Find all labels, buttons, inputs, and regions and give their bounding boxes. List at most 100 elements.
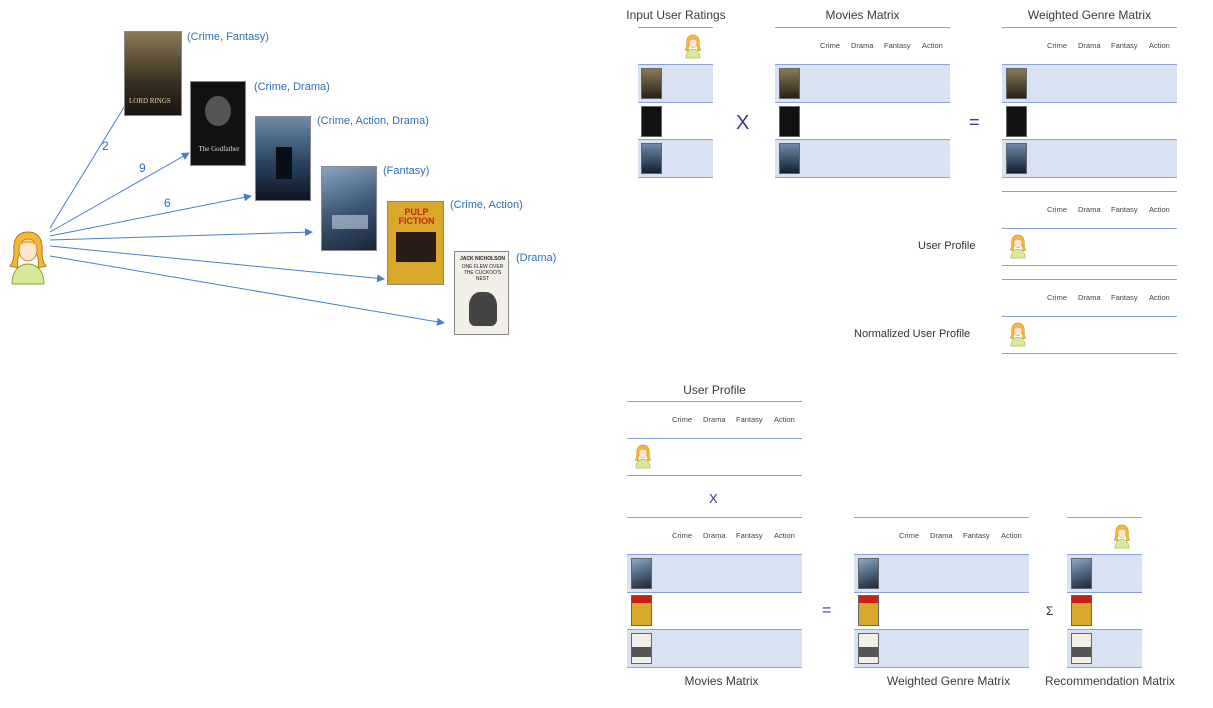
table-rule — [775, 102, 950, 103]
table-rule — [1002, 102, 1177, 103]
column-header-drama: Drama — [703, 415, 726, 424]
movie-poster-godfather: The Godfather — [190, 81, 246, 166]
weighted-genre-matrix-title: Weighted Genre Matrix — [1027, 8, 1152, 22]
weighted-genre-matrix-title: Weighted Genre Matrix — [886, 674, 1011, 688]
movie-thumb-cuckoos-nest — [1071, 633, 1092, 664]
table-rule — [627, 629, 802, 630]
table-rule — [627, 401, 802, 402]
table-rule — [854, 667, 1029, 668]
column-header-drama: Drama — [851, 41, 874, 50]
multiply-operator: X — [709, 491, 718, 506]
table-row — [775, 65, 950, 102]
table-rule — [638, 139, 713, 140]
movie-thumb-lotr — [641, 68, 662, 99]
equals-operator: = — [822, 602, 832, 619]
table-rule — [627, 475, 802, 476]
movie-thumb-empire — [858, 558, 879, 589]
poster-title: JACK NICHOLSON — [459, 256, 505, 262]
user-avatar-icon — [1113, 524, 1131, 549]
column-header-drama: Drama — [1078, 205, 1101, 214]
table-rule — [638, 102, 713, 103]
user-avatar-icon — [634, 444, 652, 469]
table-rule — [1067, 517, 1142, 518]
table-rule — [1002, 265, 1177, 266]
rating-label: 9 — [139, 161, 146, 175]
user-avatar-icon — [684, 34, 702, 59]
table-rule — [1002, 191, 1177, 192]
movie-thumb-dark-knight — [779, 143, 800, 174]
table-rule — [627, 438, 802, 439]
user-movie-arrows — [49, 85, 445, 326]
column-header-fantasy: Fantasy — [963, 531, 990, 540]
table-row — [854, 555, 1029, 592]
table-row — [775, 140, 950, 177]
column-header-drama: Drama — [1078, 41, 1101, 50]
movie-poster-empire-strikes-back — [321, 166, 377, 251]
table-rule — [1002, 279, 1177, 280]
column-header-action: Action — [1149, 41, 1170, 50]
column-header-crime: Crime — [820, 41, 840, 50]
column-header-crime: Crime — [1047, 293, 1067, 302]
movie-poster-cuckoos-nest: JACK NICHOLSON ONE FLEW OVER THE CUCKOO'… — [454, 251, 509, 335]
column-header-action: Action — [774, 531, 795, 540]
table-rule — [775, 64, 950, 65]
multiply-operator: X — [736, 112, 750, 134]
table-rule — [1002, 139, 1177, 140]
column-header-fantasy: Fantasy — [1111, 205, 1138, 214]
sum-operator: Σ — [1046, 604, 1054, 618]
table-rule — [627, 667, 802, 668]
table-rule — [1067, 554, 1142, 555]
column-header-fantasy: Fantasy — [884, 41, 911, 50]
table-row — [627, 555, 802, 592]
movie-thumb-pulp-fiction — [858, 595, 879, 626]
movie-thumb-godfather — [1006, 106, 1027, 137]
movies-matrix-title: Movies Matrix — [684, 674, 759, 688]
poster-title: ONE FLEW OVER THE CUCKOO'S NEST — [461, 264, 504, 282]
table-rule — [627, 592, 802, 593]
column-header-drama: Drama — [930, 531, 953, 540]
table-row — [1002, 140, 1177, 177]
movie-poster-lotr: LORD RINGS — [124, 31, 182, 116]
table-row — [854, 630, 1029, 667]
movies-matrix-title: Movies Matrix — [825, 8, 900, 22]
table-row — [627, 630, 802, 667]
movie-thumb-dark-knight — [641, 143, 662, 174]
column-header-crime: Crime — [1047, 41, 1067, 50]
table-rule — [775, 139, 950, 140]
equals-operator: = — [969, 112, 980, 132]
column-header-crime: Crime — [1047, 205, 1067, 214]
column-header-fantasy: Fantasy — [1111, 293, 1138, 302]
table-rule — [1002, 353, 1177, 354]
input-user-ratings-title: Input User Ratings — [626, 8, 726, 22]
table-rule — [638, 177, 713, 178]
column-header-action: Action — [1149, 205, 1170, 214]
table-rule — [854, 629, 1029, 630]
user-profile-title: User Profile — [683, 383, 746, 397]
poster-title: PULP FICTION — [398, 207, 435, 226]
movie-thumb-pulp-fiction — [631, 595, 652, 626]
poster-title: LORD RINGS — [129, 97, 171, 105]
column-header-action: Action — [922, 41, 943, 50]
movie-poster-pulp-fiction: PULP FICTION — [387, 201, 444, 285]
rating-label: 2 — [102, 139, 109, 153]
movie-poster-dark-knight — [255, 116, 311, 201]
movie-thumb-cuckoos-nest — [858, 633, 879, 664]
column-header-drama: Drama — [1078, 293, 1101, 302]
column-header-crime: Crime — [672, 531, 692, 540]
movie-thumb-dark-knight — [1006, 143, 1027, 174]
table-rule — [638, 27, 713, 28]
movie-genres: (Crime, Action) — [450, 199, 523, 211]
user-profile-label: User Profile — [918, 240, 976, 252]
normalized-user-profile-label: Normalized User Profile — [854, 328, 971, 340]
column-header-drama: Drama — [703, 531, 726, 540]
table-rule — [1067, 592, 1142, 593]
table-rule — [1002, 228, 1177, 229]
movie-genres: (Crime, Drama) — [254, 81, 330, 93]
column-header-action: Action — [1001, 531, 1022, 540]
table-rule — [1002, 177, 1177, 178]
table-rule — [627, 554, 802, 555]
movie-thumb-godfather — [779, 106, 800, 137]
table-rule — [627, 517, 802, 518]
table-rule — [775, 27, 950, 28]
table-rule — [1067, 629, 1142, 630]
